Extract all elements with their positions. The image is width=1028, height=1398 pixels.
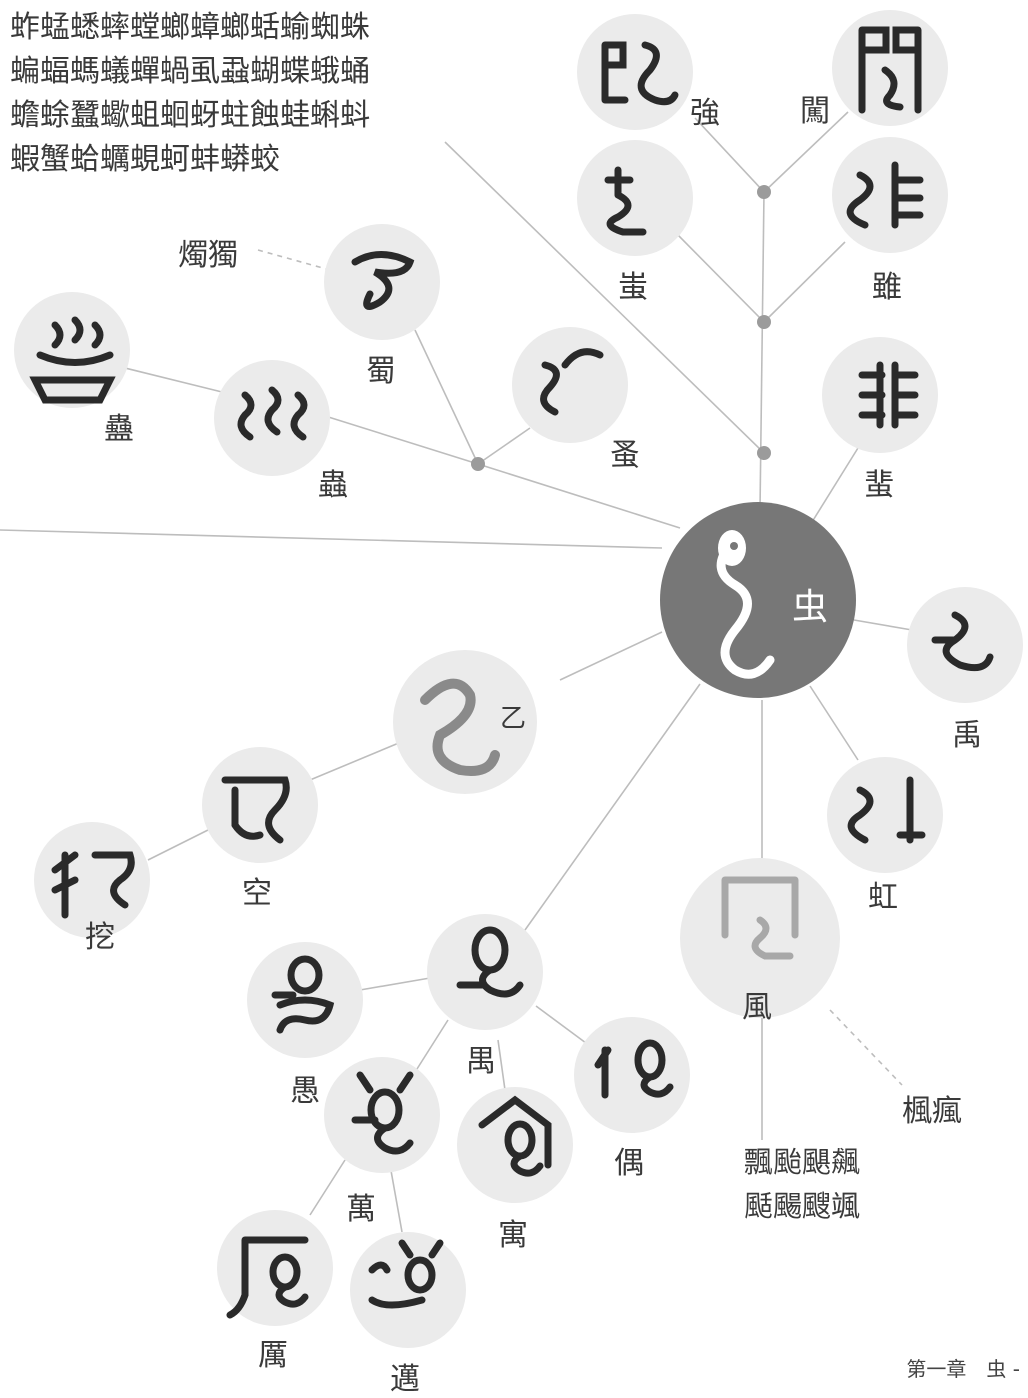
label-kong: 空	[242, 876, 272, 911]
label-li: 厲	[258, 1338, 288, 1373]
label-hong: 虹	[868, 880, 898, 915]
label-yu2: 禺	[466, 1044, 496, 1079]
label-mai: 邁	[390, 1362, 420, 1397]
label-wa: 挖	[85, 920, 115, 955]
center-circle	[660, 502, 856, 698]
related-characters-list: 蚱蜢蟋蟀螳螂蟑螂蛞蝓蜘蛛 蝙蝠螞蟻蟬蝸虱蝨蝴蝶蛾蛹 蟾蜍蠶蠍蛆蛔蚜蛀蝕蛙蝌蚪 蝦…	[10, 6, 480, 182]
label-chi: 蚩	[618, 270, 648, 305]
related-line-1: 蚱蜢蟋蟀螳螂蟑螂蛞蝓蜘蛛	[10, 10, 370, 45]
label-piao-group: 飄颱颶飆 颳颺颼颯	[744, 1140, 860, 1228]
label-gu: 蠱	[104, 412, 134, 447]
label-ou: 偶	[614, 1146, 644, 1181]
related-line-3: 蟾蜍蠶蠍蛆蛔蚜蛀蝕蛙蝌蚪	[10, 98, 370, 133]
label-piao-line-1: 飄颱颶飆	[744, 1145, 861, 1179]
label-yi: 乙	[500, 704, 527, 734]
label-fei: 蜚	[864, 468, 894, 503]
label-sui: 雖	[872, 270, 902, 305]
label-yu: 禹	[952, 718, 982, 753]
label-yu4: 寓	[498, 1218, 528, 1253]
label-zhu-du: 燭獨	[178, 238, 238, 273]
page-footer: 第一章 虫 -	[906, 1357, 1020, 1381]
center-label: 虫	[792, 587, 829, 628]
label-qiang: 強	[690, 96, 720, 131]
label-feng-feng: 楓瘋	[902, 1094, 962, 1129]
related-line-4: 蝦蟹蛤蠣蜆蚵蚌蟒蛟	[10, 142, 280, 177]
label-chong: 蟲	[318, 468, 348, 503]
label-piao-line-2: 颳颺颼颯	[744, 1189, 861, 1223]
label-zao: 蚤	[610, 438, 640, 473]
label-feng: 風	[742, 990, 772, 1025]
label-shu: 蜀	[366, 354, 396, 389]
label-yu3: 愚	[290, 1074, 320, 1109]
node-circle	[577, 14, 693, 130]
related-line-2: 蝙蝠螞蟻蟬蝸虱蝨蝴蝶蛾蛹	[10, 54, 370, 89]
label-chuang: 闖	[800, 94, 830, 129]
label-wan: 萬	[346, 1192, 376, 1227]
